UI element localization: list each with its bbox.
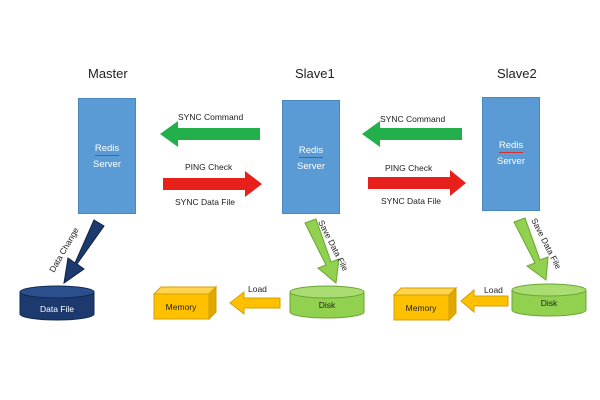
- save-data-file-arrow-1: [304, 218, 340, 284]
- slave2-title: Slave2: [497, 66, 537, 81]
- sync-data-file-label-1: SYNC Data File: [175, 197, 235, 207]
- disk-label-2: Disk: [541, 298, 558, 308]
- ping-check-label-2: PING Check: [385, 163, 433, 173]
- load-arrow-2: [460, 288, 509, 314]
- ping-check-arrow-2: [368, 170, 466, 196]
- load-label-2: Load: [484, 285, 503, 295]
- load-arrow-1: [229, 290, 281, 316]
- sync-command-arrow-1: [160, 121, 260, 147]
- master-server-box: Redis Server: [78, 98, 136, 214]
- ping-check-arrow-1: [163, 171, 262, 197]
- slave2-server-name: Redis: [498, 140, 524, 153]
- save-data-file-arrow-2: [513, 217, 549, 281]
- data-change-arrow: [63, 219, 105, 285]
- memory-box-2: [392, 286, 458, 322]
- master-server-role: Server: [93, 159, 121, 170]
- slave1-server-role: Server: [297, 161, 325, 172]
- master-title: Master: [88, 66, 128, 81]
- memory-box-1: [152, 285, 218, 321]
- sync-command-label-2: SYNC Command: [380, 114, 446, 124]
- sync-data-file-label-2: SYNC Data File: [381, 196, 441, 206]
- disk-cylinder-1: [289, 285, 365, 319]
- disk-label-1: Disk: [319, 300, 336, 310]
- data-file-label: Data File: [40, 304, 74, 314]
- slave1-title: Slave1: [295, 66, 335, 81]
- slave1-server-box: Redis Server: [282, 100, 340, 214]
- sync-command-label-1: SYNC Command: [178, 112, 244, 122]
- slave2-server-box: Redis Server: [482, 97, 540, 211]
- slave1-server-name: Redis: [298, 145, 324, 158]
- disk-cylinder-2: [511, 283, 587, 317]
- slave2-server-role: Server: [497, 156, 525, 167]
- master-server-name: Redis: [94, 143, 120, 156]
- ping-check-label-1: PING Check: [185, 162, 233, 172]
- load-label-1: Load: [248, 284, 267, 294]
- memory-label-2: Memory: [406, 303, 437, 313]
- data-file-cylinder: [19, 285, 95, 321]
- sync-command-arrow-2: [362, 121, 462, 147]
- memory-label-1: Memory: [166, 302, 197, 312]
